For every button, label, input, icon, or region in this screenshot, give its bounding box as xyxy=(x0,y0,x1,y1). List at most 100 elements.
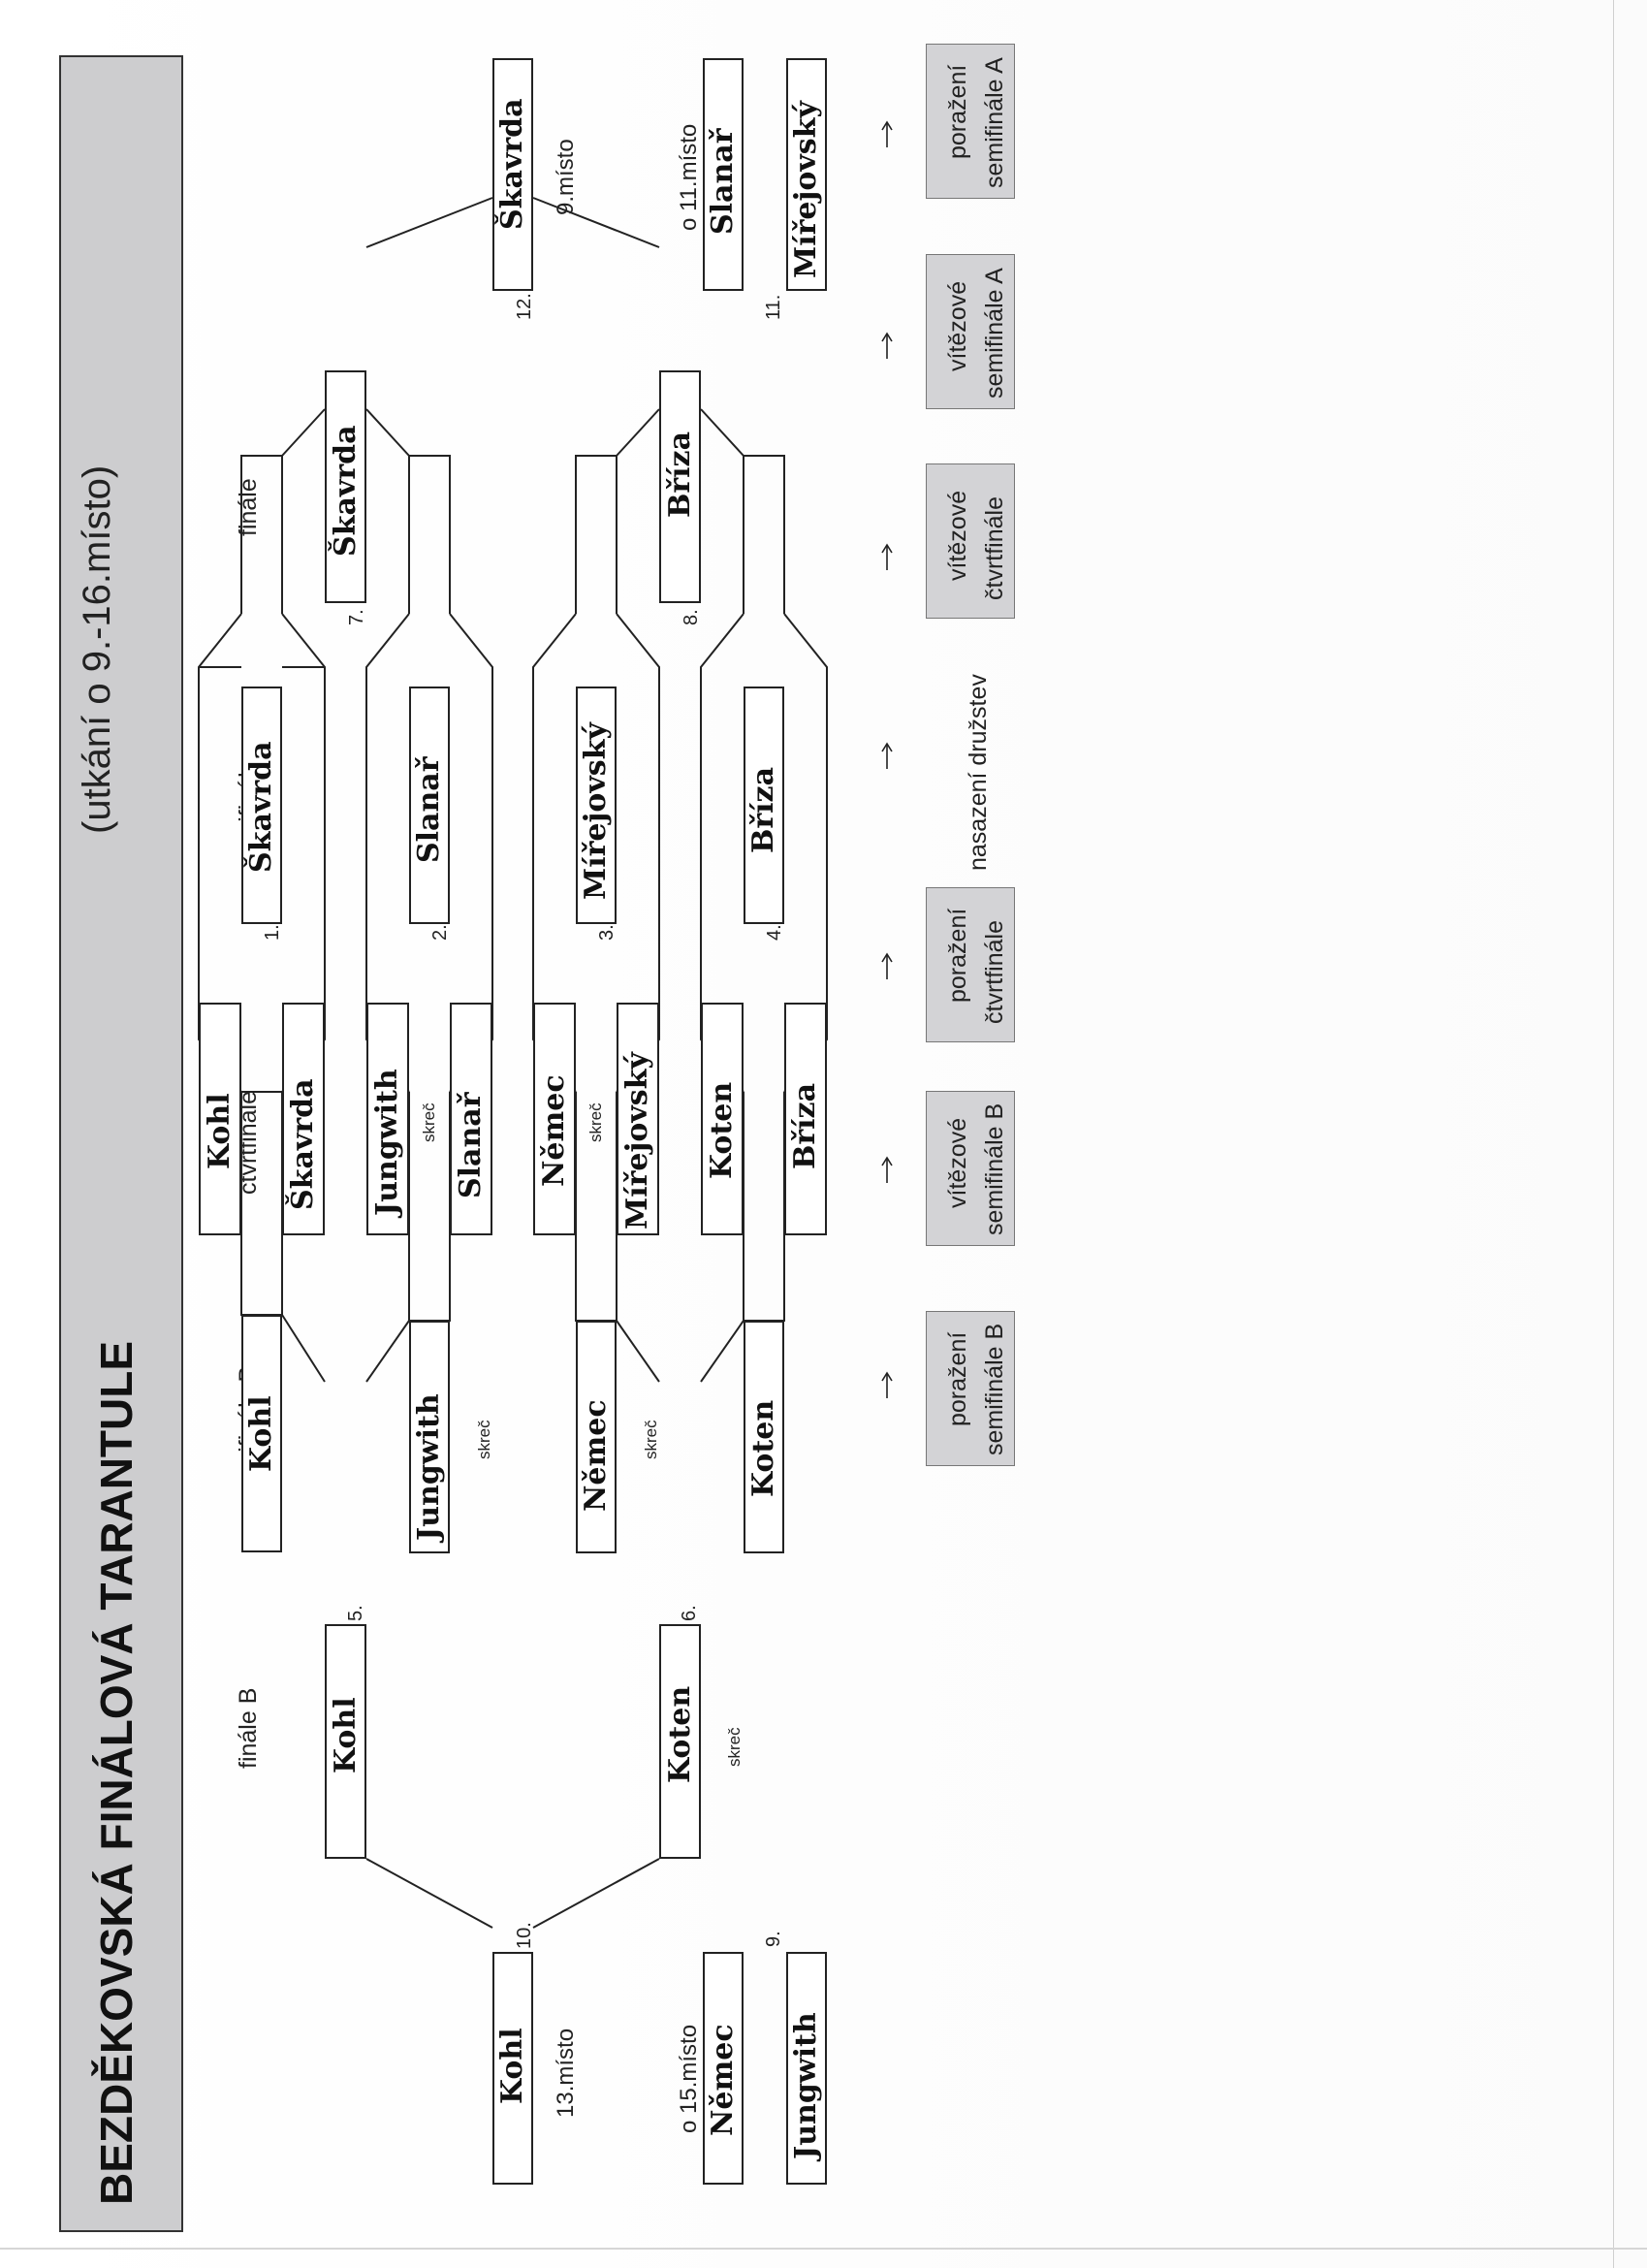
place-label: o 11.místo xyxy=(676,123,702,231)
match-number: 5. xyxy=(345,1605,366,1621)
match-number: 4. xyxy=(764,924,785,941)
arrow-head xyxy=(881,1156,893,1166)
sf-b-winner-box: Jungwith xyxy=(409,1321,450,1553)
team-name: Škavrda xyxy=(286,1078,320,1210)
connector xyxy=(532,1858,660,1929)
connector xyxy=(616,408,660,457)
match-number: 2. xyxy=(429,924,451,941)
final-a-winner-box: Bříza xyxy=(659,370,701,603)
match-number: 9. xyxy=(763,1931,784,1947)
walkover-note: skreč xyxy=(420,1102,438,1142)
team-name: Slanař xyxy=(412,756,446,863)
match-number: 12. xyxy=(514,293,535,320)
match-number: 11. xyxy=(763,294,784,320)
connector xyxy=(281,1314,326,1383)
place-9-box: Škavrda xyxy=(492,58,533,291)
legend-line: semifinále A xyxy=(981,268,1008,399)
place-label: 13.místo xyxy=(553,2028,579,2118)
match-number: 10. xyxy=(514,1922,535,1949)
arrow-head xyxy=(881,543,893,554)
team-name: Kohl xyxy=(329,1697,363,1773)
walkover-note: skreč xyxy=(642,1420,660,1459)
legend-box: vítězové semifinále A xyxy=(926,254,1015,409)
team-name: Kohl xyxy=(244,1395,278,1472)
legend-line: poražení xyxy=(944,1331,971,1426)
arrow-head xyxy=(881,120,893,131)
legend-box: poražení čtvrtfinále xyxy=(926,887,1015,1042)
qf-team-box: Bříza xyxy=(784,1003,827,1235)
page-title: BEZDĚKOVSKÁ FINÁLOVÁ TARANTULE xyxy=(91,1340,142,2205)
team-name: Bříza xyxy=(788,1082,822,1169)
legend-line: vítězové xyxy=(944,490,971,581)
legend-line: semifinále B xyxy=(981,1102,1008,1235)
place-15-team-box: Jungwith xyxy=(786,1952,827,2185)
team-name: Jungwith xyxy=(789,2012,823,2159)
qf-team-box: Koten xyxy=(701,1003,744,1235)
team-name: Škavrda xyxy=(244,741,278,873)
team-name: Slanař xyxy=(706,128,740,235)
arrow-head xyxy=(881,742,893,752)
match-number: 3. xyxy=(596,924,618,941)
connector xyxy=(616,1320,660,1383)
legend-line: čtvrtfinále xyxy=(981,920,1008,1024)
qf-team-box: Němec xyxy=(533,1003,576,1235)
place-15-team-box: Němec xyxy=(703,1952,744,2185)
final-b-winner-box: Koten xyxy=(659,1624,701,1859)
team-name: Němec xyxy=(537,1074,571,1187)
place-11-team-box: Mířejovský xyxy=(786,58,827,291)
team-name: Slanař xyxy=(454,1092,488,1198)
qf-team-box: Jungwith xyxy=(366,1003,409,1235)
legend-box: poražení semifinále A xyxy=(926,44,1015,199)
place-label: o 15.místo xyxy=(676,2024,702,2133)
match-number: 6. xyxy=(679,1605,700,1621)
sheet-edge xyxy=(0,2248,1647,2250)
connector xyxy=(743,455,785,614)
connector xyxy=(240,455,283,614)
team-name: Bříza xyxy=(663,431,697,518)
connector xyxy=(365,197,493,248)
page-subtitle: (utkání o 9.-16.místo) xyxy=(76,464,118,834)
legend-line: čtvrtfinále xyxy=(981,496,1008,600)
arrow-head xyxy=(881,952,893,963)
connector xyxy=(408,455,451,614)
place-label: 9.místo xyxy=(553,139,579,215)
team-name: Němec xyxy=(706,2024,740,2136)
sheet-edge xyxy=(1613,0,1614,2268)
sf-a-winner-box: Mířejovský xyxy=(576,687,617,924)
connector xyxy=(532,197,660,248)
arrow-head xyxy=(881,332,893,342)
team-name: Koten xyxy=(663,1685,697,1783)
legend-line: vítězové xyxy=(944,1117,971,1208)
match-number: 1. xyxy=(262,924,283,941)
sf-a-winner-box: Slanař xyxy=(409,687,450,924)
arrow-head xyxy=(881,1371,893,1382)
connector xyxy=(365,1858,493,1929)
team-name: Kohl xyxy=(495,2028,529,2104)
connector xyxy=(281,408,326,457)
qf-team-box: Kohl xyxy=(199,1003,241,1235)
team-name: Koten xyxy=(705,1081,739,1179)
team-name: Jungwith xyxy=(412,1393,446,1541)
legend-line: vítězové xyxy=(944,280,971,371)
sf-b-winner-box: Koten xyxy=(744,1321,784,1553)
team-name: Koten xyxy=(746,1399,780,1497)
match-number: 8. xyxy=(681,609,702,625)
team-name: Bříza xyxy=(746,766,780,853)
team-name: Škavrda xyxy=(329,425,363,557)
sf-b-winner-box: Kohl xyxy=(241,1315,282,1552)
team-name: Mířejovský xyxy=(789,101,823,278)
legend-line: nasazení družstev xyxy=(965,674,992,871)
legend-line: semifinále B xyxy=(981,1323,1008,1455)
round-label-finale-b: finále B xyxy=(235,1687,262,1769)
qf-team-box: Škavrda xyxy=(282,1003,325,1235)
team-name: Kohl xyxy=(203,1093,237,1169)
connector xyxy=(700,1320,744,1383)
title-banner: BEZDĚKOVSKÁ FINÁLOVÁ TARANTULE xyxy=(59,55,183,2232)
team-name: Mířejovský xyxy=(579,722,613,900)
legend-line: semifinále A xyxy=(981,57,1008,188)
team-name: Škavrda xyxy=(495,98,529,230)
qf-team-box: Slanař xyxy=(450,1003,492,1235)
place-13-box: Kohl xyxy=(492,1952,533,2185)
team-name: Jungwith xyxy=(370,1069,404,1216)
